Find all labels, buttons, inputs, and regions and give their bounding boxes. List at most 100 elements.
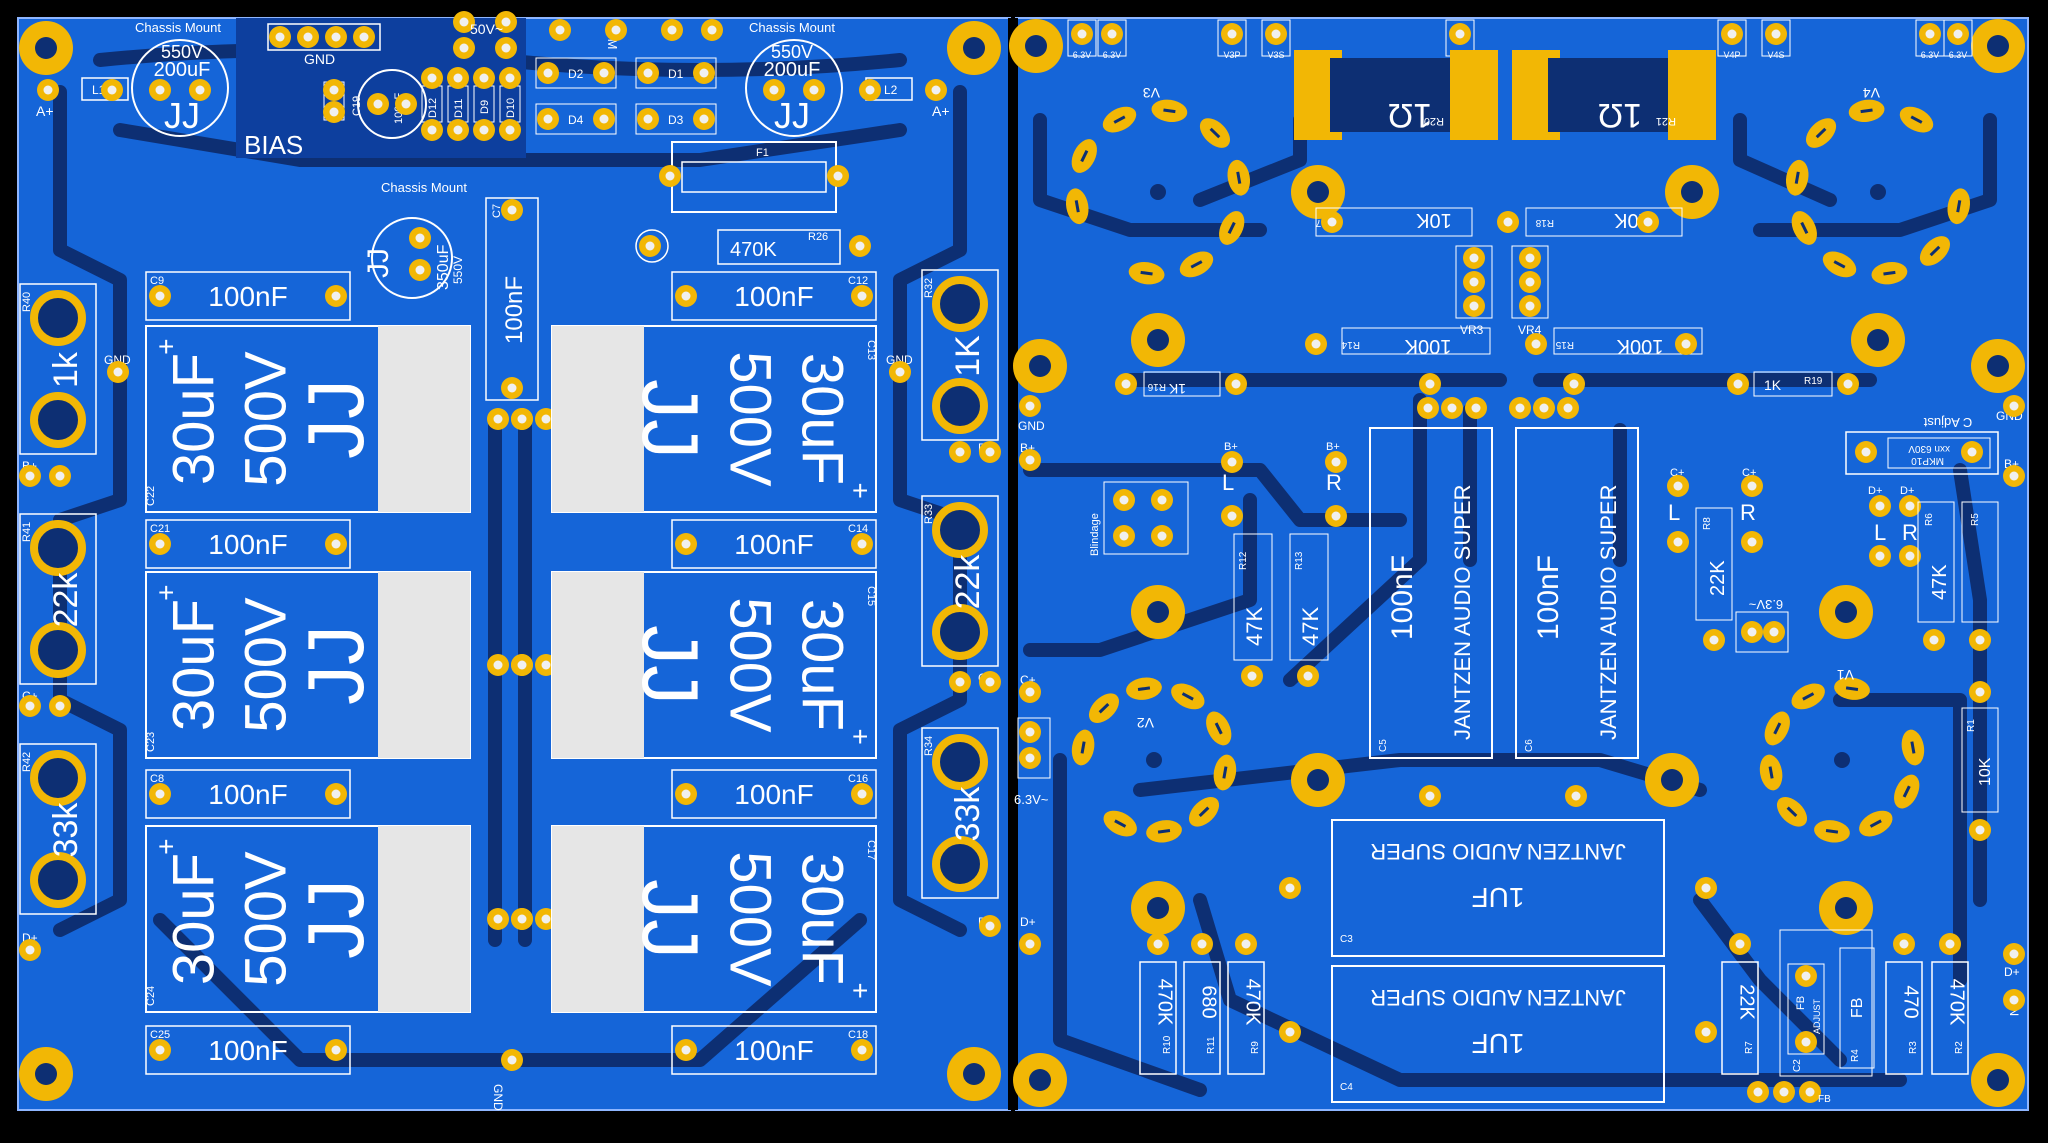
r26-value: 470K	[730, 239, 777, 261]
big-cap-volt: 500V	[233, 351, 298, 487]
d-plus-far-right: D+	[2004, 965, 2020, 979]
heater-pads: 6.3V6.3VV3PV3SBIASV4PV4S6.3V6.3V	[1067, 19, 1973, 60]
small-cap-value: 100nF	[734, 529, 813, 560]
c7-label: C7	[491, 204, 503, 218]
chassis-mount-mid-label: Chassis Mount	[381, 180, 467, 195]
diode-d11: D11	[453, 99, 465, 118]
r20-value: 1Ω	[1388, 96, 1432, 134]
plus-sign: +	[852, 721, 868, 752]
c6-label: C6	[1524, 739, 1535, 752]
c6-value: 100nF	[1532, 555, 1565, 640]
big-cap-volt: 500V	[718, 851, 783, 987]
r-marker-d: R	[1902, 520, 1918, 545]
r12-r13: 47K 47K R12 R13	[1233, 533, 1329, 687]
l-marker-b: L	[1222, 470, 1234, 495]
d4-label: D4	[568, 113, 584, 127]
heater-label: V4P	[1723, 50, 1740, 60]
c4-jantzen-text: JANTZEN AUDIO SUPER	[1370, 985, 1625, 1010]
resistor-ref: R33	[923, 504, 935, 524]
big-cap-cap: 30uF	[161, 353, 226, 485]
mkp-label: MKP10	[1911, 455, 1944, 466]
l-marker-c: L	[1668, 500, 1680, 525]
chassis-mount-left-label: Chassis Mount	[135, 20, 221, 35]
blindage-label: Blindage	[1089, 513, 1101, 556]
small-cap-ref: C21	[150, 523, 170, 535]
adjust-label: ADJUST	[1812, 998, 1822, 1034]
small-cap-ref: C12	[848, 275, 868, 287]
resistor-r2: 470K R2	[1931, 933, 1969, 1075]
cap-top-right-cap: 200uF	[764, 59, 821, 81]
d2-label: D2	[568, 67, 584, 81]
small-cap-ref: C14	[848, 523, 868, 535]
small-cap-outline	[145, 1025, 351, 1075]
a-plus-left: A+	[36, 103, 54, 119]
bias-title: BIAS	[244, 130, 303, 160]
l-marker-d: L	[1874, 520, 1886, 545]
resistor-value: 680	[1198, 985, 1220, 1018]
diode-d12: D12	[427, 98, 439, 118]
jantzen-1uf-caps: JANTZEN AUDIO SUPER 1UF C3 JANTZEN AUDIO…	[1279, 819, 1717, 1103]
r13-value: 47K	[1298, 607, 1323, 646]
r1-value: 10K	[1977, 757, 1994, 786]
r5-label: R5	[1970, 513, 1981, 526]
small-cap-value: 100nF	[208, 529, 287, 560]
valve-v2-label: V2	[1137, 715, 1154, 731]
c3-label: C3	[1340, 934, 1353, 945]
resistor-ref: R41	[21, 522, 33, 542]
diode-bridge: D2 D1 D4 D3	[535, 57, 717, 135]
small-cap-ref: C25	[150, 1029, 170, 1041]
r17-r18: 10K R17 10K R18	[1315, 207, 1683, 237]
small-cap-ref: C16	[848, 773, 868, 785]
r8-label: R8	[1702, 517, 1713, 530]
fb-bottom-label: FB	[1818, 1094, 1831, 1105]
cap-chassis-right: Chassis Mount 550V 200uF JJ	[745, 20, 843, 137]
heater-label: V3P	[1223, 50, 1240, 60]
heater-label: 6.3V	[1073, 50, 1092, 60]
r14-value: 100K	[1404, 335, 1451, 357]
diode-d9: D9	[479, 100, 491, 114]
d-plus-right-board: D+	[1020, 915, 1036, 929]
valve-v4-label: V4	[1863, 85, 1880, 101]
big-cap-brand: JJ	[626, 879, 715, 959]
fb-adjust-label: FB	[1795, 996, 1807, 1010]
valve-socket	[1785, 99, 1971, 285]
big-cap-brand: JJ	[291, 379, 380, 459]
resistor-ref: R9	[1250, 1041, 1261, 1054]
resistor-ref: R2	[1954, 1041, 1965, 1054]
small-cap-outline	[145, 769, 351, 819]
small-cap-outline	[671, 271, 877, 321]
big-cap-volt: 500V	[233, 597, 298, 733]
big-cap-cap: 30uF	[161, 599, 226, 731]
big-cap-ref: C22	[145, 486, 157, 506]
small-cap-value: 100nF	[208, 779, 287, 810]
big-cap-volt: 500V	[718, 351, 783, 487]
cap-top-left-brand: JJ	[164, 95, 200, 136]
b-plus-l: B+	[1224, 441, 1238, 453]
small-cap-ref: C8	[150, 773, 164, 785]
r26-label: R26	[808, 231, 828, 243]
resistor-value: 470K	[1946, 979, 1968, 1026]
resistor-ref: R11	[1206, 1036, 1217, 1054]
heater-label: V3S	[1267, 50, 1284, 60]
fb-label: FB	[1849, 998, 1866, 1018]
big-cap-brand: JJ	[291, 625, 380, 705]
r20-label: R20	[1424, 115, 1444, 127]
resistor-value: 470K	[1154, 979, 1176, 1026]
c3-value: 1UF	[1472, 882, 1525, 913]
r6-value: 47K	[1929, 564, 1951, 600]
jantzen-100nf-caps: JANTZEN AUDIO SUPER 100nF C5 JANTZEN AUD…	[1369, 427, 1639, 807]
big-cap-brand: JJ	[626, 625, 715, 705]
heater-label: 6.3V	[1949, 50, 1968, 60]
big-cap-ref: C13	[865, 340, 877, 360]
plus-sign: +	[158, 331, 174, 362]
